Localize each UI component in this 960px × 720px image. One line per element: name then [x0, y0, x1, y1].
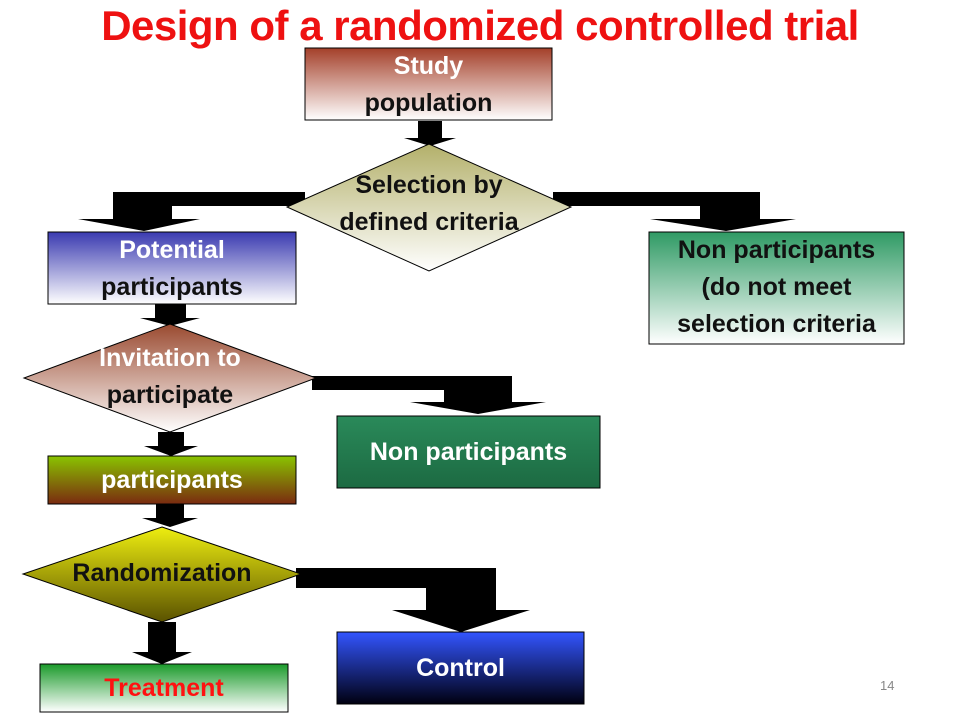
box-treatment — [39, 663, 289, 713]
invitation-label: Invitation to participate — [24, 340, 316, 414]
arrow-selection-to-potential — [78, 192, 305, 231]
control-line1: Control — [416, 654, 505, 682]
box-study-population — [304, 47, 553, 121]
potential-line1: Potential — [119, 236, 225, 264]
study-population-line1: Study — [393, 52, 464, 80]
diamond-randomization — [21, 526, 303, 623]
box-control — [336, 631, 585, 705]
treatment-line1: Treatment — [104, 674, 224, 702]
study-population-label: Study population — [305, 48, 552, 122]
potential-participants-label: Potential participants — [48, 232, 296, 306]
noncrit-line2: (do not meet — [701, 273, 852, 301]
nonpart-line1: Non participants — [369, 438, 568, 466]
diamond-selection — [285, 143, 573, 272]
randomization-label: Randomization — [23, 555, 301, 592]
arrow-invitation-to-participants — [144, 432, 198, 456]
box-potential-participants — [47, 231, 297, 305]
selection-line2: defined criteria — [339, 208, 519, 236]
box-non-participants — [336, 415, 601, 489]
box-non-participants-criteria — [648, 231, 905, 345]
potential-line2: participants — [101, 273, 243, 301]
arrow-participants-to-randomization — [142, 504, 198, 527]
arrow-randomization-to-control — [296, 568, 530, 632]
selection-line1: Selection by — [355, 171, 503, 199]
study-population-line2: population — [364, 89, 493, 117]
diamond-invitation — [22, 323, 318, 433]
non-participants-label: Non participants — [337, 434, 600, 471]
participants-label: participants — [48, 462, 296, 499]
selection-label: Selection by defined criteria — [287, 167, 571, 241]
arrow-randomization-to-treatment — [132, 622, 192, 664]
treatment-label: Treatment — [40, 670, 288, 707]
randomization-line1: Randomization — [72, 559, 252, 587]
arrow-selection-to-noncriteria — [553, 192, 796, 231]
arrow-study-to-selection — [404, 121, 456, 146]
noncrit-line1: Non participants — [677, 236, 876, 264]
slide-number: 14 — [880, 678, 895, 693]
invitation-line1: Invitation to — [99, 344, 241, 372]
slide-title: Design of a randomized controlled trial — [101, 2, 859, 49]
control-label: Control — [337, 650, 584, 687]
noncrit-line3: selection criteria — [677, 310, 876, 338]
box-participants — [47, 455, 297, 505]
participants-line1: participants — [101, 466, 243, 494]
arrow-invitation-to-nonparticipants — [312, 376, 546, 414]
invitation-line2: participate — [106, 381, 234, 409]
non-participants-criteria-label: Non participants (do not meet selection … — [649, 232, 904, 343]
arrow-potential-to-invitation — [140, 304, 200, 326]
